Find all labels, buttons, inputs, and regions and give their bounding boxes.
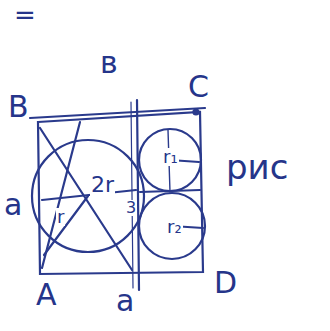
point-label: r₁ (162, 148, 179, 166)
point-label: r (56, 208, 65, 226)
point-label: 3 (125, 200, 137, 216)
small-circle (139, 193, 205, 259)
point-label: B (8, 92, 29, 122)
divider-line (137, 100, 139, 290)
point-label: a (4, 190, 22, 220)
point-label: рис (226, 150, 288, 184)
point-label: D (214, 268, 237, 298)
diameter (42, 190, 136, 200)
divider-line (131, 102, 133, 288)
point-label: = (14, 2, 36, 28)
radius-line (44, 196, 88, 255)
point-label: r₂ (166, 218, 183, 236)
small-circle (139, 129, 201, 191)
point-label: a (116, 286, 134, 316)
point-label: C (188, 72, 209, 102)
point-label: в (100, 48, 118, 78)
diagonal (42, 122, 80, 268)
point-label: 2r (90, 174, 115, 196)
top-extension (30, 108, 205, 118)
point-label: A (36, 280, 57, 310)
vertex-dot (194, 110, 199, 115)
